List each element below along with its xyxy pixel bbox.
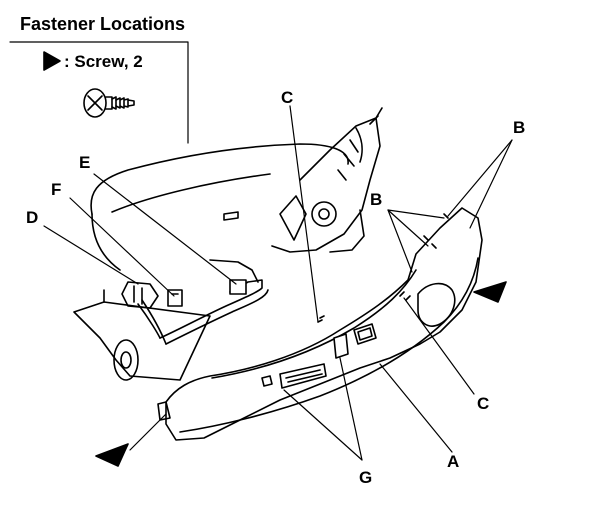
callout-e: E xyxy=(79,153,91,172)
leader-a xyxy=(379,363,453,453)
leader-c-lower xyxy=(403,297,475,395)
callout-b-upper: B xyxy=(513,118,526,137)
connector-e xyxy=(229,279,247,295)
leader-g-1 xyxy=(283,389,363,461)
callout-f: F xyxy=(51,180,62,199)
leader-f xyxy=(69,197,175,297)
leader-b-lower-3 xyxy=(387,209,445,219)
leader-c-upper xyxy=(289,105,319,323)
legend-title: Fastener Locations xyxy=(20,14,186,34)
leader-b-upper-1 xyxy=(469,139,513,229)
leader-b-lower-2 xyxy=(387,209,429,247)
connector-d xyxy=(121,281,159,309)
legend-screw-label: : Screw, 2 xyxy=(64,52,143,71)
callout-a: A xyxy=(447,452,460,471)
side-cover-a xyxy=(157,207,483,441)
leader-g-2 xyxy=(339,357,363,461)
legend-box xyxy=(9,41,189,144)
callout-d: D xyxy=(26,208,39,227)
leader-arrow-left xyxy=(129,413,167,451)
screw-marker-icon xyxy=(43,51,61,71)
callout-b-lower: B xyxy=(370,190,383,209)
screw-arrow-right-icon xyxy=(473,281,507,303)
screw-icon xyxy=(83,88,135,118)
callout-c-lower: C xyxy=(477,394,490,413)
screw-arrow-left-icon xyxy=(95,443,129,467)
seat-frame xyxy=(271,107,383,253)
callout-c-upper: C xyxy=(281,88,294,107)
mounting-bracket xyxy=(73,289,211,381)
leader-d xyxy=(43,225,139,285)
callout-g: G xyxy=(359,468,373,487)
seat-cushion xyxy=(90,143,349,271)
leader-lines xyxy=(43,105,513,461)
leader-e xyxy=(93,173,237,285)
leader-b-lower-1 xyxy=(387,209,413,273)
leader-b-upper-2 xyxy=(447,139,513,217)
